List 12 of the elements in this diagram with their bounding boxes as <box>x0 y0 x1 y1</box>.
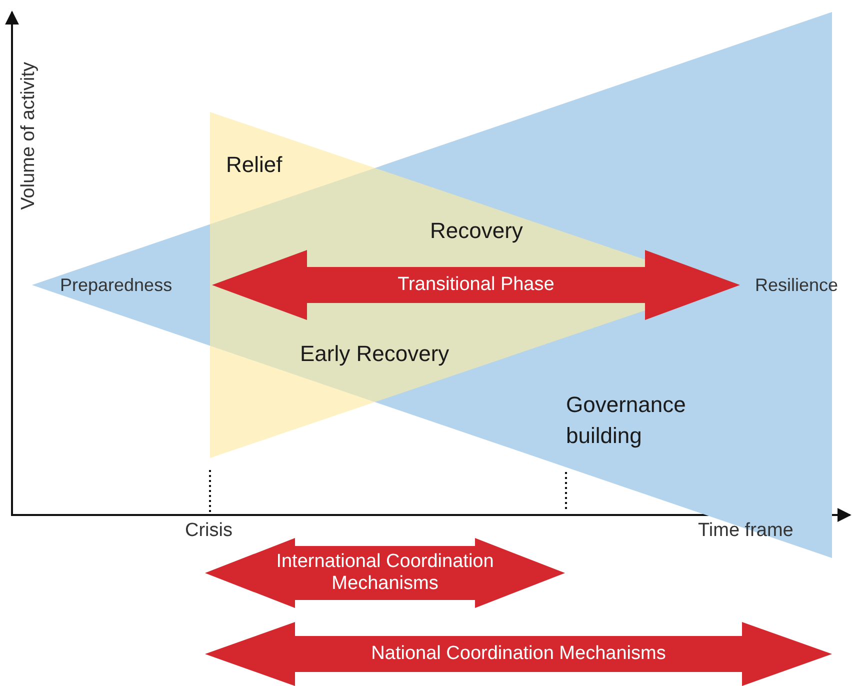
arrow-label: Transitional Phase <box>396 274 556 296</box>
phase-label: Resilience <box>755 275 838 296</box>
phase-label: Recovery <box>430 218 523 244</box>
axis-label: Crisis <box>185 520 232 542</box>
arrow-label: National Coordination Mechanisms <box>370 643 667 665</box>
axis-label: Time frame <box>698 520 794 542</box>
phase-label: Relief <box>226 152 282 178</box>
phase-label: Preparedness <box>60 275 172 296</box>
arrow-label: International Coordination Mechanisms <box>275 551 495 595</box>
phase-label: Governance building <box>566 391 687 450</box>
phase-label: Early Recovery <box>300 341 450 366</box>
axis-title: Volume of activity <box>18 61 40 212</box>
